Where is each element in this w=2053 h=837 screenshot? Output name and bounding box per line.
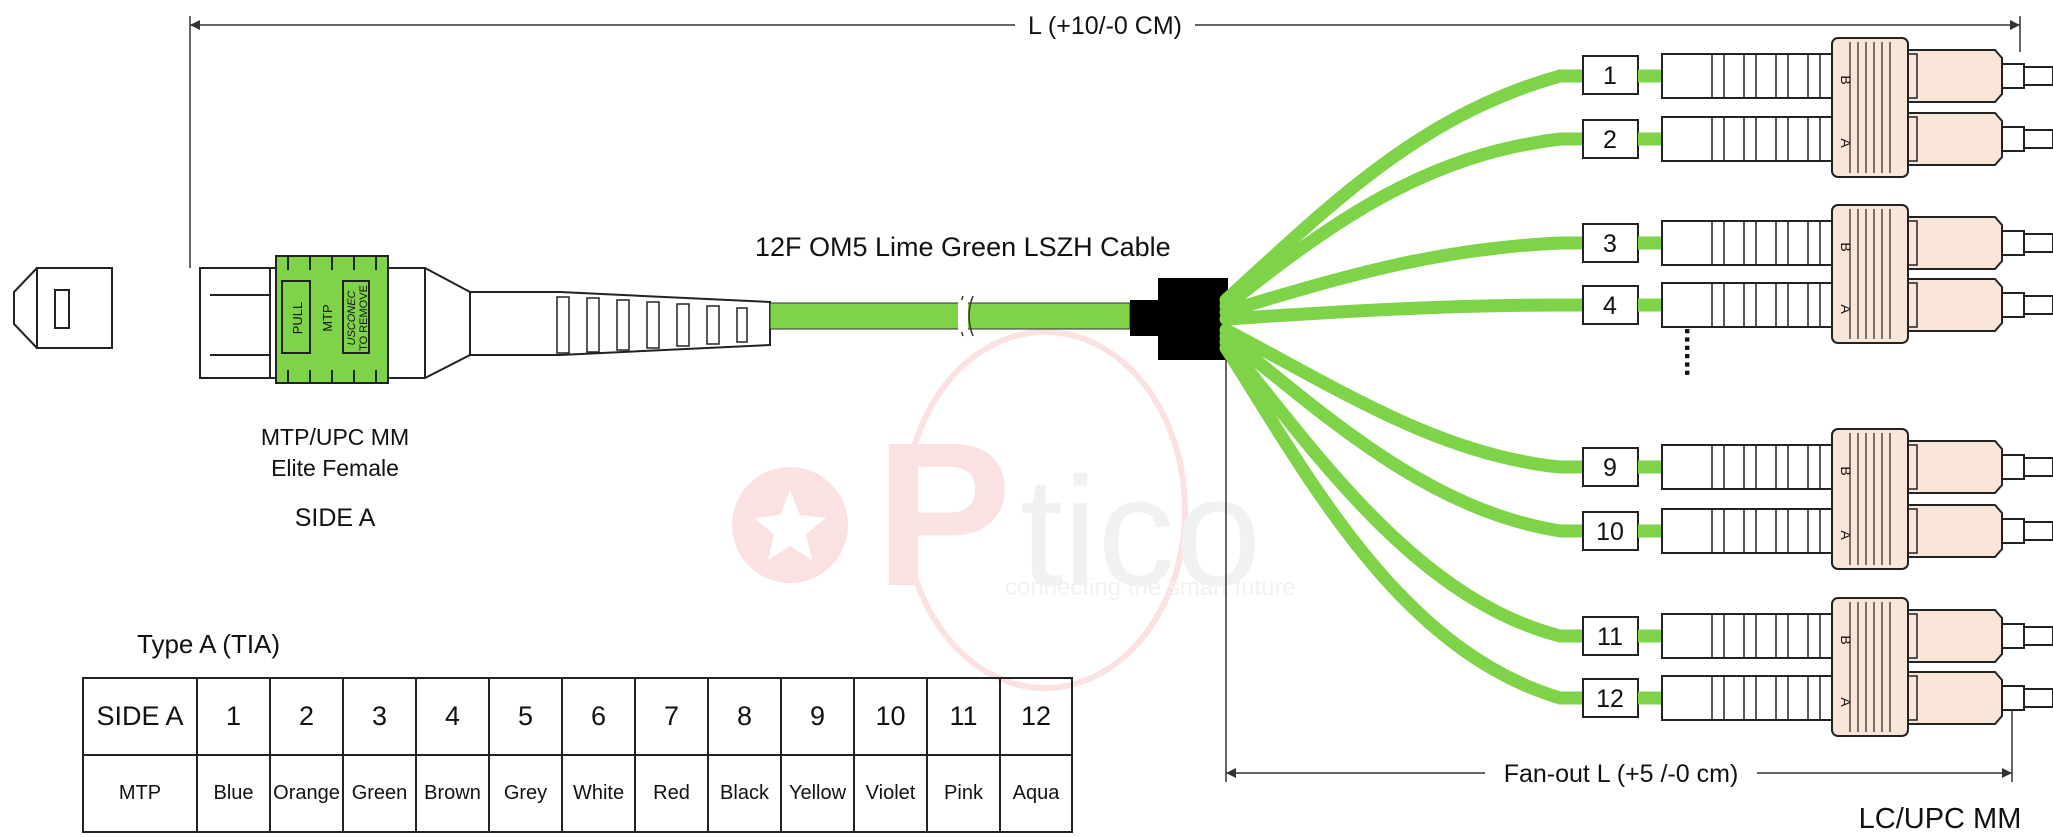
pin-number-cell: 7 [634,677,709,756]
watermark-star-icon [754,490,826,560]
watermark-letter-p: P [875,400,1012,629]
pin-color-cell: White [561,754,636,833]
duplex-mark-b: B [1838,75,1854,84]
breakout-body [1130,278,1228,360]
pin-color-cell: Brown [415,754,490,833]
mtp-remove-label: TO REMOVE [358,285,370,351]
pin-color-cell: Yellow [780,754,855,833]
pin-color-cell: Red [634,754,709,833]
fiber-leg-2 [1219,132,1597,313]
pin-number-cell: 9 [780,677,855,756]
duplex-mark-a: A [1838,530,1854,540]
mtp-usconec-label: USCONEC [346,290,358,345]
fiber-label-3: 3 [1603,230,1617,258]
mtp-pull-label: PULL [290,302,305,335]
fiber-leg-1 [1219,69,1597,307]
pin-table-header-side-a: SIDE A [82,677,198,756]
lc-duplex-clip: BA [1831,37,1909,178]
pin-color-cell: Black [707,754,782,833]
fiber-leg-9 [1219,323,1597,474]
dust-cap [13,267,113,349]
pin-number-cell: 10 [853,677,928,756]
connector-b-type: LC/UPC MM [1859,803,2022,835]
duplex-mark-a: A [1838,138,1854,148]
fiber-label-9: 9 [1603,454,1617,482]
fiber-leg-4 [1219,298,1597,326]
watermark-brand: tico [1020,445,1261,618]
fiber-label-2: 2 [1603,126,1617,154]
pin-table-number-row: SIDE A 1 2 3 4 5 6 7 8 9 10 11 12 [82,677,1073,756]
cable-label: 12F OM5 Lime Green LSZH Cable [755,232,1171,262]
duplex-mark-b: B [1838,242,1854,251]
mtp-connector: PULL MTP USCONEC TO REMOVE MTP/UPC MM El… [199,255,771,532]
total-length-label: L (+10/-0 CM) [1028,12,1182,40]
pin-number-cell: 6 [561,677,636,756]
total-length-dimension: L (+10/-0 CM) [189,12,2021,268]
connector-a-type-line1: MTP/UPC MM [261,424,409,450]
fiber-number-labels: 1 2 3 4 9 10 11 12 ...... [1582,55,1711,718]
pin-color-cell: Blue [196,754,271,833]
watermark-logo-icon [732,467,848,583]
side-a-label: SIDE A [295,504,376,532]
fanout-legs [1219,69,1597,705]
duplex-mark-a: A [1838,697,1854,707]
fiber-leg-3 [1219,236,1597,319]
duplex-mark-b: B [1838,466,1854,475]
pin-table: SIDE A 1 2 3 4 5 6 7 8 9 10 11 12 MTP Bl… [82,677,1073,833]
pin-number-cell: 5 [488,677,563,756]
pin-number-cell: 1 [196,677,271,756]
pin-number-cell: 11 [926,677,1001,756]
fiber-label-12: 12 [1596,685,1624,713]
pin-number-cell: 3 [342,677,417,756]
fiber-label-4: 4 [1603,292,1617,320]
watermark: P tico connecting the smart future [732,329,1296,691]
pin-number-cell: 8 [707,677,782,756]
duplex-mark-a: A [1838,304,1854,314]
fiber-leg-10 [1219,329,1597,538]
pin-color-cell: Pink [926,754,1001,833]
fiber-label-10: 10 [1596,518,1624,546]
mtp-brand-label: MTP [320,304,335,331]
mtp-boot [469,291,771,356]
lc-duplex-clip: BA [1831,204,1909,344]
lc-duplex-clip: BA [1831,428,1909,570]
main-cable: 12F OM5 Lime Green LSZH Cable [755,232,1171,337]
pin-table-title: Type A (TIA) [137,629,280,659]
lc-duplex-clip: BA [1831,597,1909,737]
pin-table-color-row: MTP Blue Orange Green Brown Grey White R… [82,754,1073,833]
duplex-mark-b: B [1838,635,1854,644]
fiber-stubs [1638,69,1662,705]
pin-number-cell: 4 [415,677,490,756]
fiber-label-11: 11 [1597,623,1623,651]
fanout-length-label: Fan-out L (+5 /-0 cm) [1504,760,1739,788]
pin-color-cell: Aqua [999,754,1073,833]
pin-color-cell: Orange [269,754,344,833]
fiber-label-1: 1 [1603,62,1617,90]
connector-a-type-line2: Elite Female [271,455,399,481]
pin-color-cell: Grey [488,754,563,833]
fiber-leg-11 [1219,335,1597,643]
pin-color-cell: Green [342,754,417,833]
fiber-leg-12 [1219,341,1597,705]
pin-number-cell: 12 [999,677,1073,756]
mtp-green-housing: PULL MTP USCONEC TO REMOVE [275,255,389,384]
pin-color-cell: Violet [853,754,928,833]
fiber-ellipsis: ...... [1678,327,1711,377]
fanout-dimension: Fan-out L (+5 /-0 cm) [1225,360,2013,788]
pin-number-cell: 2 [269,677,344,756]
pin-table-header-mtp: MTP [82,754,198,833]
watermark-tagline: connecting the smart future [1005,574,1296,601]
